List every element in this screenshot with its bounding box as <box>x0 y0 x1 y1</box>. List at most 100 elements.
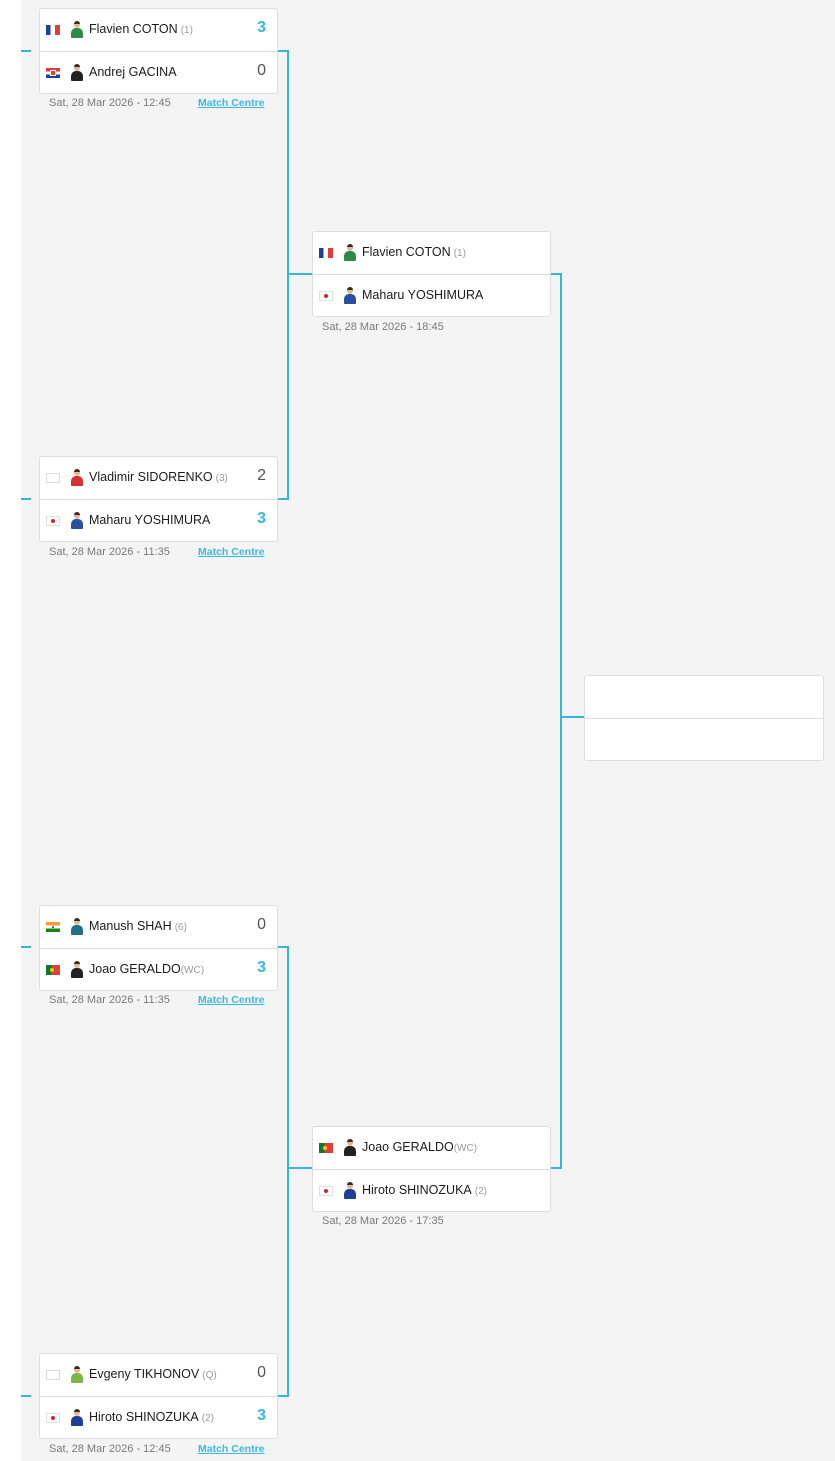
japan-flag-icon <box>319 1186 333 1196</box>
match-card[interactable]: Flavien COTON(1) Maharu YOSHIMURA <box>312 231 551 317</box>
connector-line <box>21 50 31 52</box>
blank-flag-icon <box>46 1370 60 1380</box>
player-score: 3 <box>257 959 266 976</box>
player-avatar-icon <box>70 64 84 81</box>
player-row: Andrej GACINA 0 <box>40 52 277 94</box>
match-centre-link[interactable]: Match Centre <box>198 546 265 558</box>
match-card[interactable] <box>584 675 824 761</box>
player-name[interactable]: Flavien COTON(1) <box>362 245 466 259</box>
france-flag-icon <box>46 25 60 35</box>
player-score: 3 <box>257 19 266 36</box>
connector-line <box>277 498 289 500</box>
player-seed: (1) <box>453 248 466 259</box>
player-avatar-icon <box>343 1139 357 1156</box>
match-card[interactable]: Flavien COTON(1) 3 Andrej GACINA 0 <box>39 8 278 94</box>
player-score: 3 <box>257 1407 266 1424</box>
japan-flag-icon <box>319 291 333 301</box>
player-avatar-icon <box>70 1409 84 1426</box>
match-centre-link[interactable]: Match Centre <box>198 994 265 1006</box>
connector-line <box>560 716 585 718</box>
player-name[interactable]: Evgeny TIKHONOV(Q) <box>89 1367 217 1381</box>
player-avatar-icon <box>70 961 84 978</box>
player-seed: (3) <box>215 473 228 484</box>
match-card[interactable]: Evgeny TIKHONOV(Q) 0 Hiroto SHINOZUKA(2)… <box>39 1353 278 1439</box>
player-name[interactable]: Joao GERALDO(WC) <box>89 962 205 976</box>
match-datetime: Sat, 28 Mar 2026 - 18:45 <box>322 321 444 333</box>
player-name[interactable]: Maharu YOSHIMURA <box>89 513 211 527</box>
player-seed: (2) <box>201 1413 214 1424</box>
connector-line <box>287 50 289 500</box>
match-card[interactable]: Manush SHAH(6) 0 Joao GERALDO(WC) 3 <box>39 905 278 991</box>
player-row: Joao GERALDO(WC) 3 <box>40 949 277 991</box>
connector-line <box>21 946 31 948</box>
player-seed: (6) <box>174 922 187 933</box>
player-seed: (WC) <box>180 965 205 976</box>
india-flag-icon <box>46 922 60 932</box>
player-avatar-icon <box>70 918 84 935</box>
connector-line <box>287 946 289 1397</box>
match-datetime: Sat, 28 Mar 2026 - 17:35 <box>322 1215 444 1227</box>
player-score: 3 <box>257 510 266 527</box>
player-score: 0 <box>257 916 266 933</box>
connector-line <box>287 1167 313 1169</box>
player-score: 0 <box>257 62 266 79</box>
player-avatar-icon <box>343 287 357 304</box>
player-name[interactable]: Andrej GACINA <box>89 65 177 79</box>
player-name[interactable]: Manush SHAH(6) <box>89 919 187 933</box>
match-datetime: Sat, 28 Mar 2026 - 12:45 <box>49 1443 171 1455</box>
blank-flag-icon <box>46 473 60 483</box>
player-seed: (WC) <box>453 1143 478 1154</box>
player-avatar-icon <box>70 21 84 38</box>
bracket-canvas: Flavien COTON(1) 3 Andrej GACINA 0 Sat, … <box>21 0 835 1461</box>
connector-line <box>550 1167 562 1169</box>
player-name[interactable]: Maharu YOSHIMURA <box>362 288 484 302</box>
player-seed: (Q) <box>202 1370 217 1381</box>
connector-line <box>21 1395 31 1397</box>
player-name[interactable]: Joao GERALDO(WC) <box>362 1140 478 1154</box>
match-datetime: Sat, 28 Mar 2026 - 12:45 <box>49 97 171 109</box>
player-avatar-icon <box>343 244 357 261</box>
portugal-flag-icon <box>46 965 60 975</box>
player-row: Flavien COTON(1) <box>313 232 550 275</box>
croatia-flag-icon <box>46 68 60 78</box>
player-avatar-icon <box>70 512 84 529</box>
match-datetime: Sat, 28 Mar 2026 - 11:35 <box>49 994 170 1006</box>
connector-line <box>560 273 562 1169</box>
player-avatar-icon <box>70 469 84 486</box>
match-datetime: Sat, 28 Mar 2026 - 11:35 <box>49 546 170 558</box>
player-row: Flavien COTON(1) 3 <box>40 9 277 52</box>
player-row: Hiroto SHINOZUKA(2) 3 <box>40 1397 277 1439</box>
player-name[interactable]: Hiroto SHINOZUKA(2) <box>89 1410 214 1424</box>
player-row: Vladimir SIDORENKO(3) 2 <box>40 457 277 500</box>
player-row <box>585 676 823 719</box>
player-row <box>585 719 823 761</box>
connector-line <box>287 273 313 275</box>
match-card[interactable]: Joao GERALDO(WC) Hiroto SHINOZUKA(2) <box>312 1126 551 1212</box>
connector-line <box>21 498 31 500</box>
france-flag-icon <box>319 248 333 258</box>
player-score: 2 <box>257 467 266 484</box>
japan-flag-icon <box>46 1413 60 1423</box>
player-name[interactable]: Vladimir SIDORENKO(3) <box>89 470 228 484</box>
portugal-flag-icon <box>319 1143 333 1153</box>
match-centre-link[interactable]: Match Centre <box>198 97 265 109</box>
player-avatar-icon <box>70 1366 84 1383</box>
player-row: Manush SHAH(6) 0 <box>40 906 277 949</box>
player-row: Evgeny TIKHONOV(Q) 0 <box>40 1354 277 1397</box>
player-row: Maharu YOSHIMURA 3 <box>40 500 277 542</box>
player-seed: (2) <box>474 1186 487 1197</box>
player-row: Maharu YOSHIMURA <box>313 275 550 317</box>
match-card[interactable]: Vladimir SIDORENKO(3) 2 Maharu YOSHIMURA… <box>39 456 278 542</box>
connector-line <box>277 946 289 948</box>
player-name[interactable]: Flavien COTON(1) <box>89 22 193 36</box>
player-score: 0 <box>257 1364 266 1381</box>
player-name[interactable]: Hiroto SHINOZUKA(2) <box>362 1183 487 1197</box>
japan-flag-icon <box>46 516 60 526</box>
player-seed: (1) <box>180 25 193 36</box>
connector-line <box>277 1395 289 1397</box>
connector-line <box>277 50 289 52</box>
player-row: Joao GERALDO(WC) <box>313 1127 550 1170</box>
match-centre-link[interactable]: Match Centre <box>198 1443 265 1455</box>
player-avatar-icon <box>343 1182 357 1199</box>
connector-line <box>550 273 562 275</box>
